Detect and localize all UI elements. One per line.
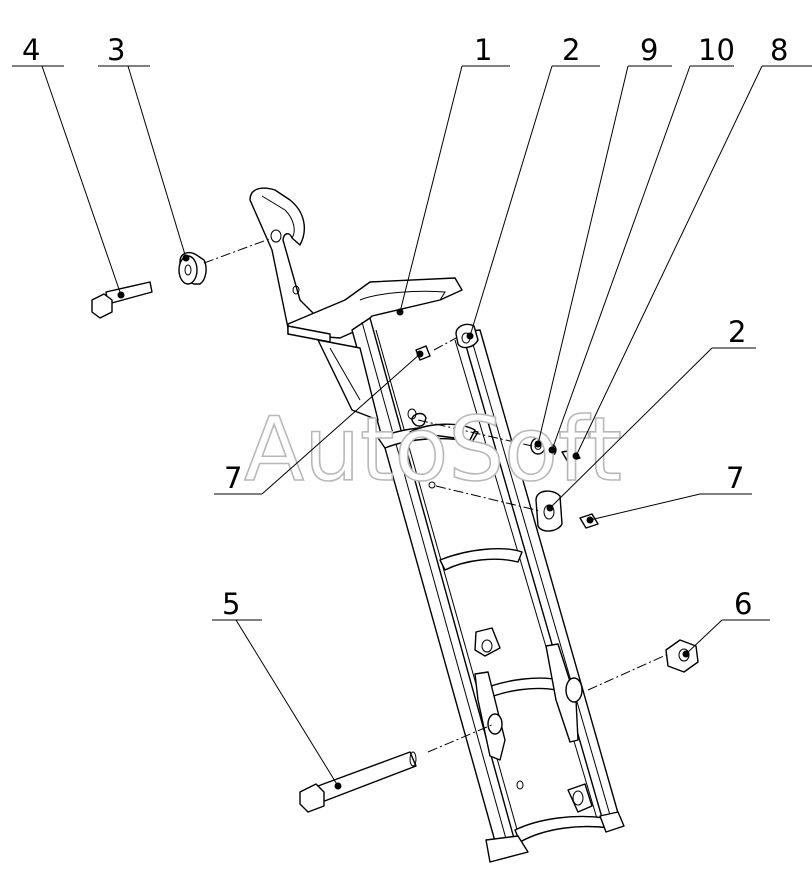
callout-1: 1: [474, 33, 492, 67]
frame-part: [249, 187, 625, 863]
callout-3: 3: [107, 33, 125, 67]
leader-lines: [12, 65, 812, 790]
callout-7-right: 7: [726, 461, 744, 495]
callout-2-upper: 2: [562, 33, 580, 67]
callout-2-lower: 2: [728, 315, 746, 349]
callout-4: 4: [22, 33, 40, 67]
callout-10: 10: [698, 33, 735, 67]
assembly-axes: [203, 237, 667, 753]
callout-labels: 4 3 1 2 9 10 8 2 7 7 5 6: [22, 33, 788, 621]
watermark-text: AutoSoft: [244, 398, 622, 501]
callout-6: 6: [734, 587, 752, 621]
nut-part: [665, 639, 699, 673]
callout-9: 9: [640, 33, 658, 67]
callout-7-left: 7: [224, 461, 242, 495]
callout-8: 8: [770, 33, 788, 67]
washer-part: [178, 251, 207, 285]
bolt-part: [91, 281, 153, 319]
long-bolt-part: [299, 751, 417, 813]
callout-5: 5: [222, 587, 240, 621]
